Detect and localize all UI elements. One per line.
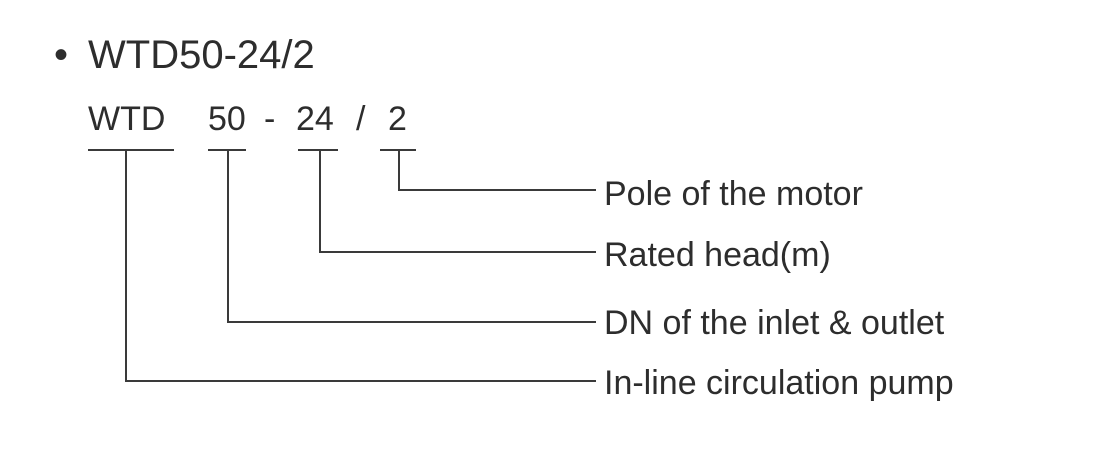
code-slash: / [356, 100, 366, 138]
bullet-icon: • [54, 33, 68, 77]
label-inlet-dn: DN of the inlet & outlet [604, 304, 945, 342]
leader-inlet-dn [227, 150, 596, 323]
code-dash: - [264, 100, 275, 138]
model-title: WTD50-24/2 [88, 33, 315, 77]
code-poles: 2 [388, 100, 407, 138]
label-head: Rated head(m) [604, 236, 831, 274]
leader-head [319, 150, 596, 253]
code-inlet-dn: 50 [208, 100, 246, 138]
label-series: In-line circulation pump [604, 364, 954, 402]
label-poles: Pole of the motor [604, 175, 863, 213]
leader-poles [398, 150, 596, 191]
leader-series [125, 150, 596, 382]
code-head: 24 [296, 100, 334, 138]
code-series: WTD [88, 100, 165, 138]
